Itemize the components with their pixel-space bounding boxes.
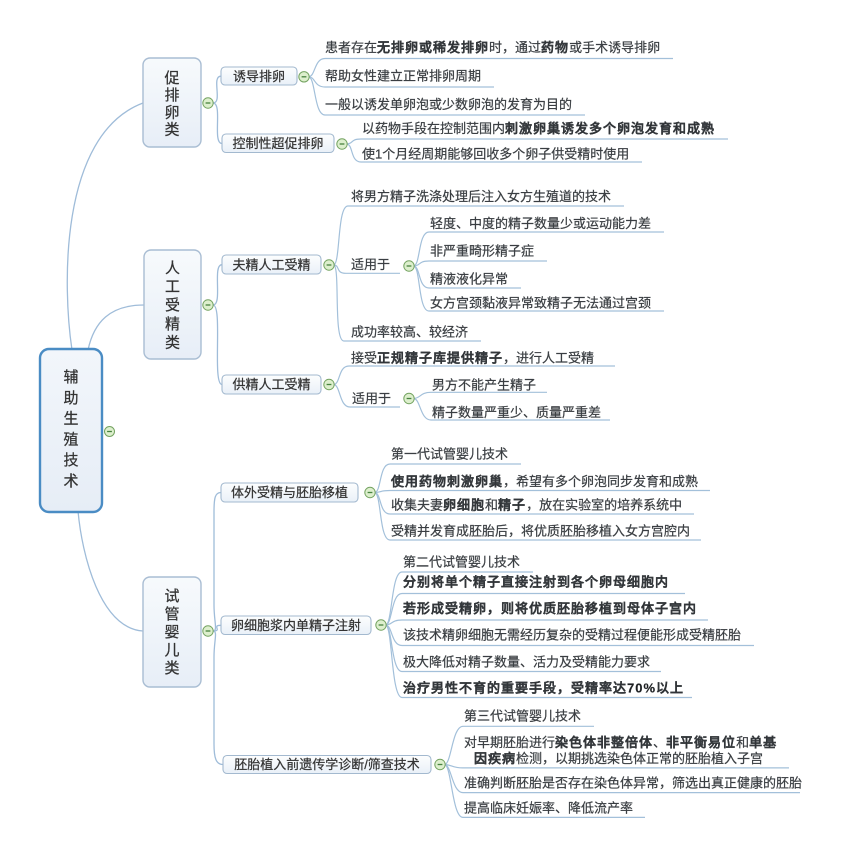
svg-text:精: 精 (165, 316, 180, 333)
svg-text:生: 生 (63, 411, 78, 428)
svg-text:第一代试管婴儿技术: 第一代试管婴儿技术 (391, 447, 508, 462)
svg-text:类: 类 (164, 122, 179, 139)
svg-text:精子数量严重少、质量严重差: 精子数量严重少、质量严重差 (432, 405, 601, 420)
svg-text:技: 技 (63, 452, 78, 469)
svg-text:卵: 卵 (164, 104, 179, 121)
svg-text:儿: 儿 (164, 642, 179, 659)
svg-text:以药物手段在控制范围内刺激卵巢诱发多个卵泡发育和成熟: 以药物手段在控制范围内刺激卵巢诱发多个卵泡发育和成熟 (362, 121, 715, 136)
svg-text:体外受精与胚胎移植: 体外受精与胚胎移植 (231, 485, 348, 500)
svg-text:受: 受 (165, 297, 180, 314)
svg-text:提高临床妊娠率、降低流产率: 提高临床妊娠率、降低流产率 (464, 801, 633, 816)
svg-text:殖: 殖 (63, 431, 78, 448)
svg-text:治疗男性不育的重要手段，受精率达70%以上: 治疗男性不育的重要手段，受精率达70%以上 (403, 681, 684, 696)
svg-text:成功率较高、较经济: 成功率较高、较经济 (351, 325, 468, 340)
svg-text:助: 助 (63, 390, 78, 407)
svg-text:术: 术 (63, 473, 78, 490)
svg-text:试: 试 (164, 588, 179, 605)
svg-text:极大降低对精子数量、活力及受精能力要求: 极大降低对精子数量、活力及受精能力要求 (403, 655, 650, 670)
svg-text:分别将单个精子直接注射到各个卵母细胞内: 分别将单个精子直接注射到各个卵母细胞内 (403, 575, 669, 590)
svg-text:准确判断胚胎是否存在染色体异常，筛选出真正健康的胚胎: 准确判断胚胎是否存在染色体异常，筛选出真正健康的胚胎 (464, 776, 802, 791)
svg-text:对早期胚胎进行染色体非整倍体、非平衡易位和单基: 对早期胚胎进行染色体非整倍体、非平衡易位和单基 (464, 735, 777, 750)
svg-text:第二代试管婴儿技术: 第二代试管婴儿技术 (403, 555, 520, 570)
svg-text:胚胎植入前遗传学诊断/筛查技术: 胚胎植入前遗传学诊断/筛查技术 (234, 757, 420, 772)
svg-text:女方宫颈黏液异常致精子无法通过宫颈: 女方宫颈黏液异常致精子无法通过宫颈 (430, 296, 651, 311)
svg-text:供精人工受精: 供精人工受精 (232, 377, 310, 392)
svg-text:第三代试管婴儿技术: 第三代试管婴儿技术 (464, 709, 581, 724)
svg-text:接受正规精子库提供精子，进行人工受精: 接受正规精子库提供精子，进行人工受精 (351, 351, 594, 366)
svg-text:该技术精卵细胞无需经历复杂的受精过程便能形成受精胚胎: 该技术精卵细胞无需经历复杂的受精过程便能形成受精胚胎 (403, 628, 741, 643)
svg-text:因疾病检测，以期挑选染色体正常的胚胎植入子宫: 因疾病检测，以期挑选染色体正常的胚胎植入子宫 (474, 751, 763, 766)
svg-text:诱导排卵: 诱导排卵 (233, 69, 285, 84)
svg-text:工: 工 (165, 279, 180, 296)
svg-text:使1个月经周期能够回收多个卵子供受精时使用: 使1个月经周期能够回收多个卵子供受精时使用 (362, 147, 629, 162)
svg-text:使用药物刺激卵巢，希望有多个卵泡同步发育和成熟: 使用药物刺激卵巢，希望有多个卵泡同步发育和成熟 (390, 474, 698, 489)
svg-text:促: 促 (164, 70, 179, 87)
svg-text:卵细胞浆内单精子注射: 卵细胞浆内单精子注射 (231, 618, 361, 633)
svg-text:管: 管 (164, 606, 179, 623)
svg-text:控制性超促排卵: 控制性超促排卵 (232, 136, 323, 151)
svg-text:帮助女性建立正常排卵周期: 帮助女性建立正常排卵周期 (325, 69, 481, 84)
svg-text:类: 类 (165, 334, 180, 351)
svg-text:非严重畸形精子症: 非严重畸形精子症 (430, 244, 534, 259)
svg-text:将男方精子洗涤处理后注入女方生殖道的技术: 将男方精子洗涤处理后注入女方生殖道的技术 (351, 189, 611, 204)
svg-text:婴: 婴 (164, 624, 179, 641)
svg-text:适用于: 适用于 (352, 391, 391, 406)
svg-text:适用于: 适用于 (351, 257, 390, 272)
svg-text:一般以诱发单卵泡或少数卵泡的发育为目的: 一般以诱发单卵泡或少数卵泡的发育为目的 (325, 97, 572, 112)
svg-text:轻度、中度的精子数量少或运动能力差: 轻度、中度的精子数量少或运动能力差 (430, 216, 651, 231)
svg-text:辅: 辅 (63, 369, 78, 386)
svg-text:人: 人 (165, 260, 180, 277)
svg-text:夫精人工受精: 夫精人工受精 (232, 257, 310, 272)
svg-text:若形成受精卵，则将优质胚胎移植到母体子宫内: 若形成受精卵，则将优质胚胎移植到母体子宫内 (402, 601, 697, 616)
svg-text:受精并发育成胚胎后，将优质胚胎移植入女方宫腔内: 受精并发育成胚胎后，将优质胚胎移植入女方宫腔内 (391, 524, 690, 539)
svg-text:收集夫妻卵细胞和精子，放在实验室的培养系统中: 收集夫妻卵细胞和精子，放在实验室的培养系统中 (391, 498, 682, 513)
svg-text:患者存在无排卵或稀发排卵时，通过药物或手术诱导排卵: 患者存在无排卵或稀发排卵时，通过药物或手术诱导排卵 (325, 40, 660, 55)
svg-text:类: 类 (164, 660, 179, 677)
svg-text:排: 排 (164, 87, 179, 104)
svg-text:精液液化异常: 精液液化异常 (430, 272, 508, 287)
svg-text:男方不能产生精子: 男方不能产生精子 (432, 378, 536, 393)
